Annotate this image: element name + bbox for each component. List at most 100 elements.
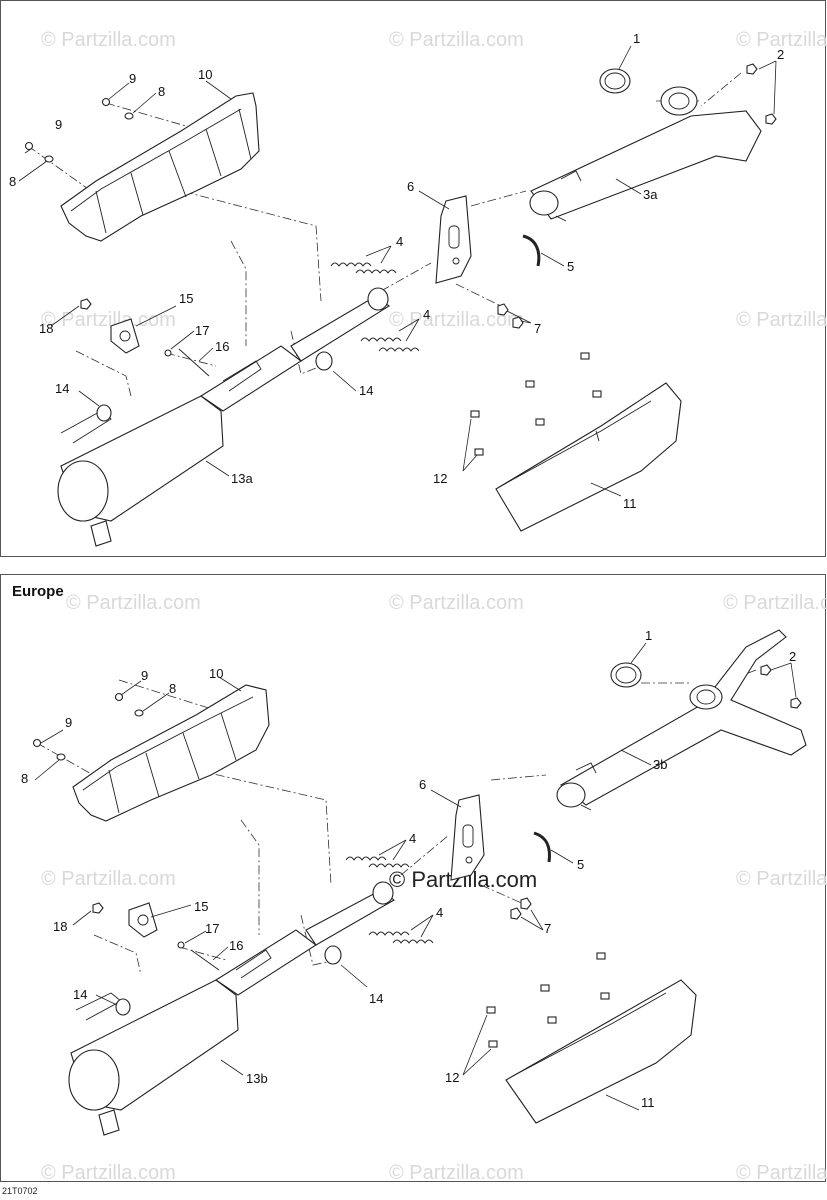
exhaust-diagram-standard: © Partzilla.com © Partzilla.com © Partzi… [9, 29, 827, 547]
clip-part-12 [486, 952, 610, 1048]
callout-9: 9 [129, 71, 136, 86]
callouts-standard: 1 2 3a 4 4 5 6 7 8 8 9 9 10 11 12 13a 14… [9, 31, 784, 511]
callout-4: 4 [436, 905, 443, 920]
callout-5: 5 [577, 857, 584, 872]
callout-10: 10 [198, 67, 212, 82]
nut-part-2 [760, 664, 802, 709]
callouts-europe: 1 2 3b 4 4 5 6 7 8 8 9 9 10 11 12 13b 14… [21, 628, 796, 1110]
callout-15: 15 [194, 899, 208, 914]
watermark-text: © Partzilla.com [736, 868, 827, 890]
callout-8: 8 [9, 174, 16, 189]
bracket-part-6 [435, 195, 472, 284]
nut-part-2 [746, 63, 777, 125]
watermark-text: © Partzilla.com [736, 29, 827, 51]
callout-13a: 13a [231, 471, 253, 486]
hose-part-5 [522, 234, 541, 267]
callout-8: 8 [169, 681, 176, 696]
callout-14: 14 [359, 383, 373, 398]
callout-9: 9 [55, 117, 62, 132]
watermark-text: © Partzilla.com [723, 592, 827, 614]
screw-part-9 [24, 97, 111, 151]
callout-8: 8 [21, 771, 28, 786]
screw-part-9 [32, 692, 124, 748]
watermark-text: © Partzilla.com [41, 868, 176, 890]
callout-12: 12 [445, 1070, 459, 1085]
callout-17: 17 [195, 323, 209, 338]
leader-lines [18, 45, 777, 497]
callout-9: 9 [65, 715, 72, 730]
callout-14: 14 [369, 991, 383, 1006]
callout-2: 2 [789, 649, 796, 664]
bolt-part-16 [178, 348, 210, 377]
callout-4: 4 [409, 831, 416, 846]
callout-6: 6 [419, 777, 426, 792]
callout-3a: 3a [643, 187, 658, 202]
diagram-panel-standard: © Partzilla.com © Partzilla.com © Partzi… [0, 0, 827, 557]
callout-6: 6 [407, 179, 414, 194]
diagram-panel-europe: © Partzilla.com © Partzilla.com © Partzi… [0, 574, 827, 1183]
watermark-text: © Partzilla.com [736, 1162, 827, 1183]
deflector-part-11 [495, 382, 682, 532]
callout-9: 9 [141, 668, 148, 683]
callout-5: 5 [567, 259, 574, 274]
exhaust-diagram-europe: © Partzilla.com © Partzilla.com © Partzi… [21, 592, 827, 1183]
figure-code: 21T0702 [2, 1186, 38, 1196]
leader-lines [34, 642, 797, 1111]
callout-2: 2 [777, 47, 784, 62]
watermark-text: © Partzilla.com [389, 29, 524, 51]
washer-part-17 [164, 349, 172, 357]
callout-11: 11 [623, 496, 637, 511]
bracket-part-15 [110, 318, 140, 354]
callout-8: 8 [158, 84, 165, 99]
region-title: Europe [12, 583, 64, 600]
callout-16: 16 [229, 938, 243, 953]
callout-3b: 3b [653, 757, 667, 772]
bolt-part-7 [510, 897, 532, 920]
callout-4: 4 [396, 234, 403, 249]
deflector-part-11 [505, 979, 697, 1124]
bracket-part-6 [450, 794, 485, 881]
bolt-part-7 [497, 303, 524, 329]
watermark-text: © Partzilla.com [736, 309, 827, 331]
watermark-text: © Partzilla.com [41, 309, 176, 331]
callout-7: 7 [544, 921, 551, 936]
heat-shield-part-10 [60, 92, 260, 242]
watermarks: © Partzilla.com © Partzilla.com © Partzi… [41, 592, 827, 1183]
callout-13b: 13b [246, 1071, 268, 1086]
nut-part-18 [80, 298, 92, 310]
callout-7: 7 [534, 321, 541, 336]
callout-14: 14 [55, 381, 69, 396]
heat-shield-part-10 [72, 684, 270, 822]
callout-4: 4 [423, 307, 430, 322]
callout-1: 1 [645, 628, 652, 643]
callout-15: 15 [179, 291, 193, 306]
bolt-part-16 [190, 949, 220, 971]
callout-17: 17 [205, 921, 219, 936]
callout-10: 10 [209, 666, 223, 681]
callout-1: 1 [633, 31, 640, 46]
bracket-part-15 [128, 902, 158, 938]
watermark-text: © Partzilla.com [41, 29, 176, 51]
callout-14: 14 [73, 987, 87, 1002]
exhaust-pipe-part-3a [529, 86, 762, 222]
callout-18: 18 [39, 321, 53, 336]
callout-16: 16 [215, 339, 229, 354]
muffler-part-13a [57, 287, 390, 547]
grommet-part-14 [96, 351, 333, 422]
spring-part-4 [330, 262, 420, 352]
watermark-text: © Partzilla.com [389, 1162, 524, 1183]
watermark-text: © Partzilla.com [41, 1162, 176, 1183]
watermark-text: © Partzilla.com [389, 592, 524, 614]
gasket-ring-part-1 [599, 68, 631, 94]
grommet-part-14 [115, 945, 342, 1016]
callout-18: 18 [53, 919, 67, 934]
callout-12: 12 [433, 471, 447, 486]
spring-part-4 [345, 856, 434, 944]
washer-part-17 [177, 941, 185, 949]
watermark-text: © Partzilla.com [389, 309, 524, 331]
watermarks: © Partzilla.com © Partzilla.com © Partzi… [41, 29, 827, 331]
watermark-text: © Partzilla.com [66, 592, 201, 614]
callout-11: 11 [641, 1095, 655, 1110]
washer-part-8 [56, 709, 144, 761]
nut-part-18 [92, 902, 104, 914]
